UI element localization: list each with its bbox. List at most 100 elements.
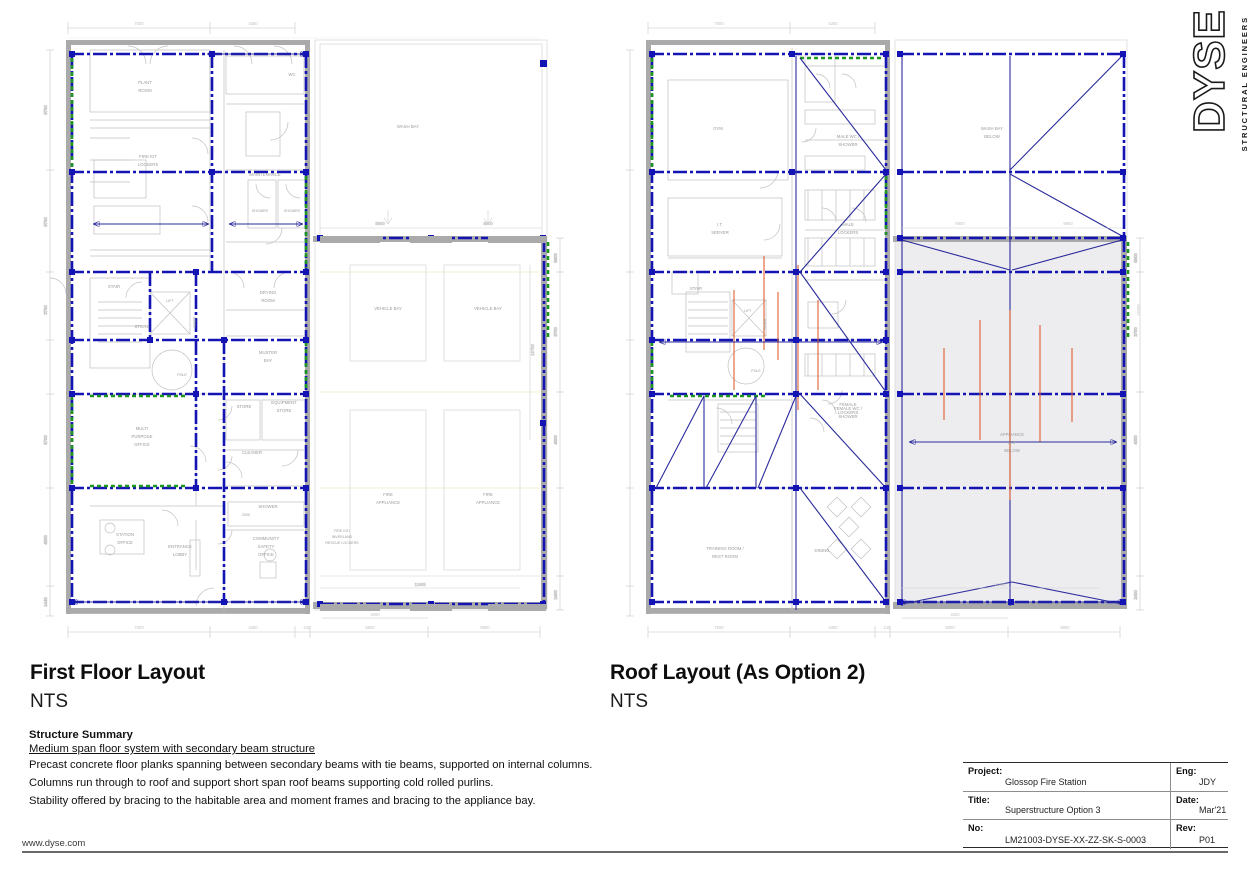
svg-text:STORE: STORE — [277, 408, 292, 413]
svg-text:SAFETY: SAFETY — [258, 544, 275, 549]
date-cell: Date: Mar'21 — [1171, 792, 1228, 820]
roof-columns — [649, 51, 1126, 605]
summary-line-2: Columns run through to roof and support … — [29, 777, 494, 789]
svg-text:4350: 4350 — [828, 21, 838, 26]
footer-website-url[interactable]: www.dyse.com — [22, 838, 86, 849]
svg-text:11605: 11605 — [994, 582, 1006, 587]
dyse-logo: DYSE STRUCTURAL ENGINEERS — [1172, 8, 1249, 160]
svg-text:5900: 5900 — [365, 625, 375, 630]
svg-text:4350: 4350 — [248, 625, 258, 630]
roof-room-labels: GYM MALE WC / SHOWER MALE LOCKERS I.T. S… — [690, 126, 1141, 589]
svg-text:4000: 4000 — [43, 535, 48, 545]
svg-text:5900: 5900 — [1133, 253, 1138, 263]
no-label: No: — [968, 823, 984, 834]
svg-text:3700: 3700 — [43, 305, 48, 315]
svg-text:RISER: RISER — [763, 318, 767, 329]
roof-bracing-lines — [650, 56, 1130, 398]
summary-line-3: Stability offered by bracing to the habi… — [29, 795, 536, 807]
roof-svg: .r-wl { stroke:#8d8d8d; stroke-width:3.2… — [626, 21, 1144, 638]
svg-text:1440: 1440 — [43, 597, 48, 607]
number-cell: No: LM21003-DYSE-XX-ZZ-SK-S-0003 — [963, 820, 1171, 849]
first-floor-plan-drawing: .wl { stroke:#8d8d8d; stroke-width:3.2; … — [20, 10, 600, 650]
svg-text:DINING: DINING — [814, 548, 830, 553]
svg-text:MULTI: MULTI — [136, 426, 149, 431]
svg-text:SHOWER: SHOWER — [838, 142, 857, 147]
svg-text:210: 210 — [304, 625, 312, 630]
roof-plan-drawing: .r-wl { stroke:#8d8d8d; stroke-width:3.2… — [600, 10, 1180, 650]
svg-text:7500: 7500 — [714, 21, 724, 26]
svg-text:OFFICE: OFFICE — [258, 552, 274, 557]
svg-text:LOBBY: LOBBY — [173, 552, 187, 557]
summary-heading: Structure Summary — [29, 729, 133, 741]
first-floor-svg: .wl { stroke:#8d8d8d; stroke-width:3.2; … — [43, 21, 564, 638]
roof-diagonal-bracing — [655, 55, 1123, 610]
roof-scale: NTS — [610, 691, 648, 712]
svg-text:19700: 19700 — [530, 344, 535, 356]
svg-text:WASH BAY: WASH BAY — [981, 126, 1003, 131]
svg-text:ROOM: ROOM — [138, 88, 152, 93]
svg-text:REST ROOM: REST ROOM — [712, 554, 738, 559]
svg-text:STORE: STORE — [135, 324, 150, 329]
svg-text:MAINTENANCE: MAINTENANCE — [249, 172, 280, 177]
svg-text:7500: 7500 — [714, 625, 724, 630]
svg-text:APPLIANCE: APPLIANCE — [376, 500, 400, 505]
summary-subheading: Medium span floor system with secondary … — [29, 743, 316, 755]
svg-text:WC: WC — [288, 72, 295, 77]
svg-text:5900: 5900 — [375, 221, 385, 226]
svg-text:STAIR: STAIR — [108, 284, 120, 289]
title-block-row-project: Project: Glossop Fire Station Eng: JDY — [963, 763, 1228, 792]
roof-dimension-top: 7500 4350 — [647, 21, 876, 34]
roof-dimension-bottom: 7500 4350 210 5900 5900 4260 — [647, 612, 1121, 638]
svg-text:BAY: BAY — [264, 358, 272, 363]
bracing-lines — [70, 58, 550, 488]
svg-text:LIFT: LIFT — [744, 309, 752, 313]
svg-text:INVERLAND: INVERLAND — [332, 535, 353, 539]
door-swings — [49, 45, 301, 607]
svg-text:APPLIANCE: APPLIANCE — [476, 500, 500, 505]
svg-text:7500: 7500 — [134, 625, 144, 630]
svg-text:5900: 5900 — [553, 253, 558, 263]
svg-text:LOCKERS: LOCKERS — [838, 230, 859, 235]
svg-text:5900: 5900 — [483, 221, 493, 226]
title-cell: Title: Superstructure Option 3 — [963, 791, 1171, 820]
svg-text:CLEANER: CLEANER — [242, 450, 262, 455]
svg-text:BELOW: BELOW — [1004, 448, 1020, 453]
roof-title: Roof Layout (As Option 2) — [610, 661, 866, 684]
svg-text:LOCKERS: LOCKERS — [138, 162, 159, 167]
svg-text:2400: 2400 — [1133, 590, 1138, 600]
svg-text:STORE: STORE — [237, 404, 252, 409]
roof-door-swings — [715, 73, 867, 433]
svg-text:SHOWER: SHOWER — [284, 209, 301, 213]
dimension-line-left: 5700 5700 3700 5700 4000 1440 — [43, 49, 54, 617]
svg-text:SHOWER: SHOWER — [838, 414, 857, 419]
logo-tagline: STRUCTURAL ENGINEERS — [1240, 16, 1249, 152]
svg-text:4260: 4260 — [370, 612, 380, 617]
svg-text:5900: 5900 — [480, 625, 490, 630]
svg-text:RISER: RISER — [193, 316, 197, 327]
project-label: Project: — [968, 766, 1003, 776]
svg-text:LIFT: LIFT — [166, 299, 174, 303]
eng-cell: Eng: JDY — [1171, 763, 1228, 791]
svg-text:4000: 4000 — [553, 435, 558, 445]
svg-text:VEHICLE BAY: VEHICLE BAY — [374, 306, 402, 311]
summary-line-1: Precast concrete floor planks spanning b… — [29, 759, 593, 771]
footer-divider — [22, 851, 1228, 853]
date-value: Mar'21 — [1199, 805, 1227, 816]
title-value: Superstructure Option 3 — [1005, 805, 1101, 816]
roof-dimension-left — [626, 49, 634, 617]
dimension-line-right: 5900 3700 4000 2400 — [553, 237, 564, 611]
svg-text:VEHICLE BAY: VEHICLE BAY — [474, 306, 502, 311]
svg-text:FIRE KIT: FIRE KIT — [139, 154, 157, 159]
svg-text:4260: 4260 — [950, 612, 960, 617]
svg-text:EQUIPMENT: EQUIPMENT — [271, 400, 297, 405]
svg-text:I.T.: I.T. — [717, 222, 723, 227]
svg-text:4000: 4000 — [1133, 435, 1138, 445]
date-label: Date: — [1176, 794, 1199, 805]
svg-text:COMMUNITY: COMMUNITY — [253, 536, 280, 541]
svg-text:FEMALE: FEMALE — [839, 402, 856, 407]
first-floor-title: First Floor Layout — [30, 661, 205, 684]
svg-text:5900: 5900 — [1063, 221, 1073, 226]
svg-text:MALE WC /: MALE WC / — [837, 134, 860, 139]
dimension-line-bottom: 7500 4350 210 5900 5900 4260 — [67, 612, 541, 638]
